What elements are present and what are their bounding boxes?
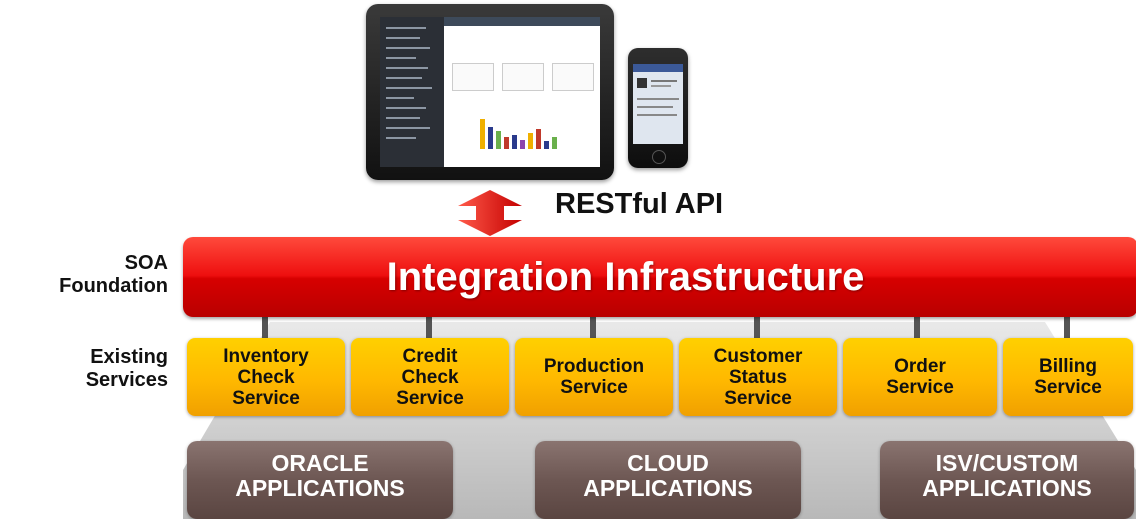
connector-line [1064, 317, 1070, 339]
connector-line [262, 317, 268, 339]
app-cloud: CLOUD APPLICATIONS [535, 441, 801, 519]
app-oracle: ORACLE APPLICATIONS [187, 441, 453, 519]
service-production: Production Service [515, 338, 673, 416]
phone-screen [633, 64, 683, 144]
application-label: CLOUD APPLICATIONS [583, 450, 753, 501]
service-label: Billing Service [1034, 356, 1102, 398]
soa-foundation-label: SOA Foundation [59, 252, 168, 297]
restful-api-label: RESTful API [555, 188, 724, 220]
application-label: ORACLE APPLICATIONS [235, 450, 405, 501]
service-order: Order Service [843, 338, 997, 416]
connector-line [426, 317, 432, 339]
tablet-device-icon [366, 4, 614, 180]
service-label: Production Service [543, 356, 645, 398]
service-label: Credit Check Service [396, 345, 464, 409]
existing-services-label: Existing Services [85, 346, 168, 391]
integration-infrastructure-title: Integration Infrastructure [386, 254, 865, 299]
service-label: Customer Status Service [713, 345, 803, 409]
connector-line [914, 317, 920, 339]
app-isv-custom: ISV/CUSTOM APPLICATIONS [880, 441, 1134, 519]
service-customer-status: Customer Status Service [679, 338, 837, 416]
service-billing: Billing Service [1003, 338, 1133, 416]
connector-line [590, 317, 596, 339]
tablet-screen [380, 17, 600, 167]
service-label: Inventory Check Service [223, 345, 309, 409]
smartphone-device-icon [628, 48, 688, 168]
connector-line [754, 317, 760, 339]
double-arrow-icon [458, 190, 522, 236]
application-label: ISV/CUSTOM APPLICATIONS [922, 450, 1092, 501]
integration-infrastructure-bar: Integration Infrastructure [183, 237, 1136, 317]
service-label: Order Service [886, 356, 954, 398]
service-credit-check: Credit Check Service [351, 338, 509, 416]
service-inventory-check: Inventory Check Service [187, 338, 345, 416]
